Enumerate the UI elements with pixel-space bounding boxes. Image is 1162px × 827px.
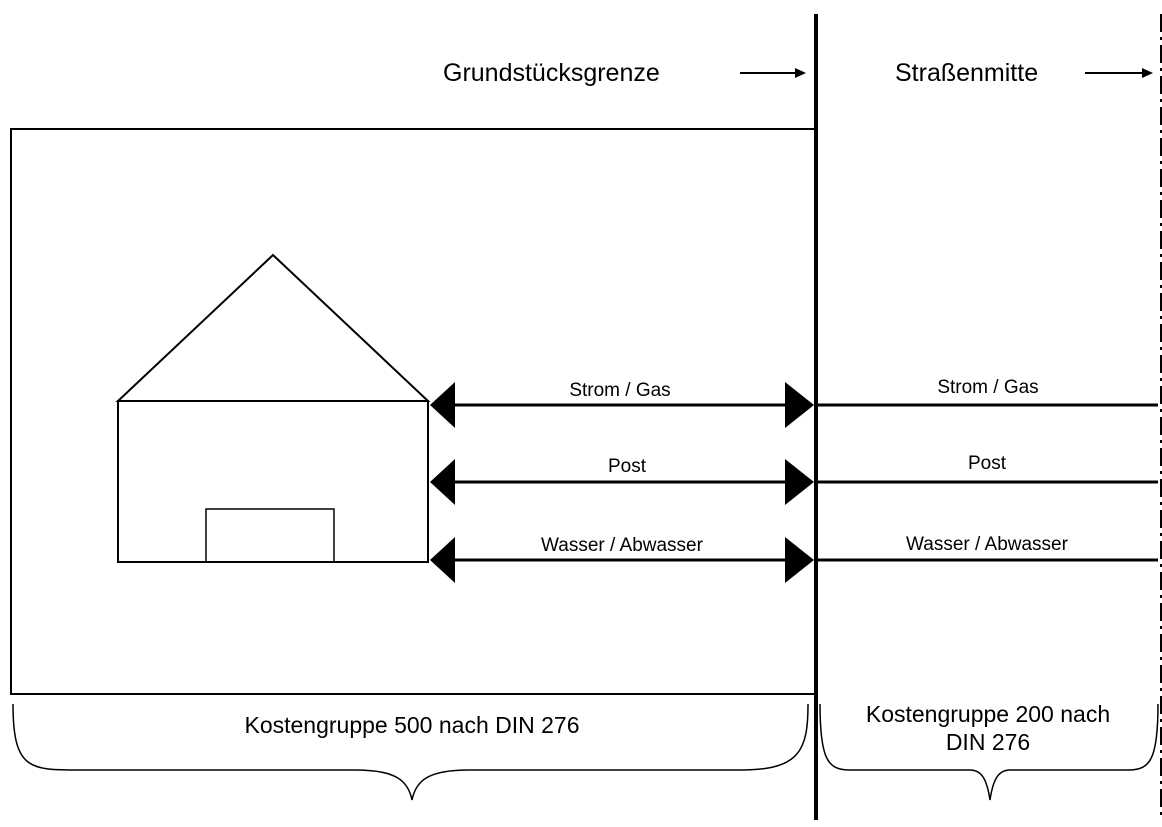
house-icon bbox=[115, 253, 431, 563]
arrowhead-right-icon bbox=[785, 459, 814, 505]
arrowhead-left-icon bbox=[430, 537, 455, 583]
utility-line-post bbox=[430, 459, 1158, 505]
utility-line-water bbox=[430, 537, 1158, 583]
cost-group-200-label-line1: Kostengruppe 200 nach bbox=[866, 701, 1110, 727]
property-boundary-arrow-icon bbox=[740, 68, 806, 78]
house-door bbox=[205, 508, 335, 561]
property-area bbox=[10, 128, 816, 695]
cost-group-200-label-line2: DIN 276 bbox=[946, 729, 1030, 755]
utility-label-left: Wasser / Abwasser bbox=[541, 535, 704, 556]
utility-label-right: Strom / Gas bbox=[937, 377, 1038, 398]
property-boundary-label: Grundstücksgrenze bbox=[443, 59, 660, 87]
utility-label-right: Wasser / Abwasser bbox=[906, 534, 1069, 555]
street-center-label: Straßenmitte bbox=[895, 59, 1038, 87]
utility-label-right: Post bbox=[968, 453, 1007, 474]
arrowhead-right-icon bbox=[785, 382, 814, 428]
cost-group-500-label: Kostengruppe 500 nach DIN 276 bbox=[244, 712, 579, 738]
utility-line-power-gas bbox=[430, 382, 1158, 428]
utility-label-left: Post bbox=[608, 456, 647, 477]
utility-label-left: Strom / Gas bbox=[569, 380, 670, 401]
arrowhead-right-icon bbox=[785, 537, 814, 583]
street-center-arrow-icon bbox=[1085, 68, 1153, 78]
brace-cost-group-500 bbox=[12, 703, 809, 801]
arrowhead-left-icon bbox=[430, 459, 455, 505]
arrowhead-left-icon bbox=[430, 382, 455, 428]
brace-cost-group-200 bbox=[819, 703, 1159, 801]
